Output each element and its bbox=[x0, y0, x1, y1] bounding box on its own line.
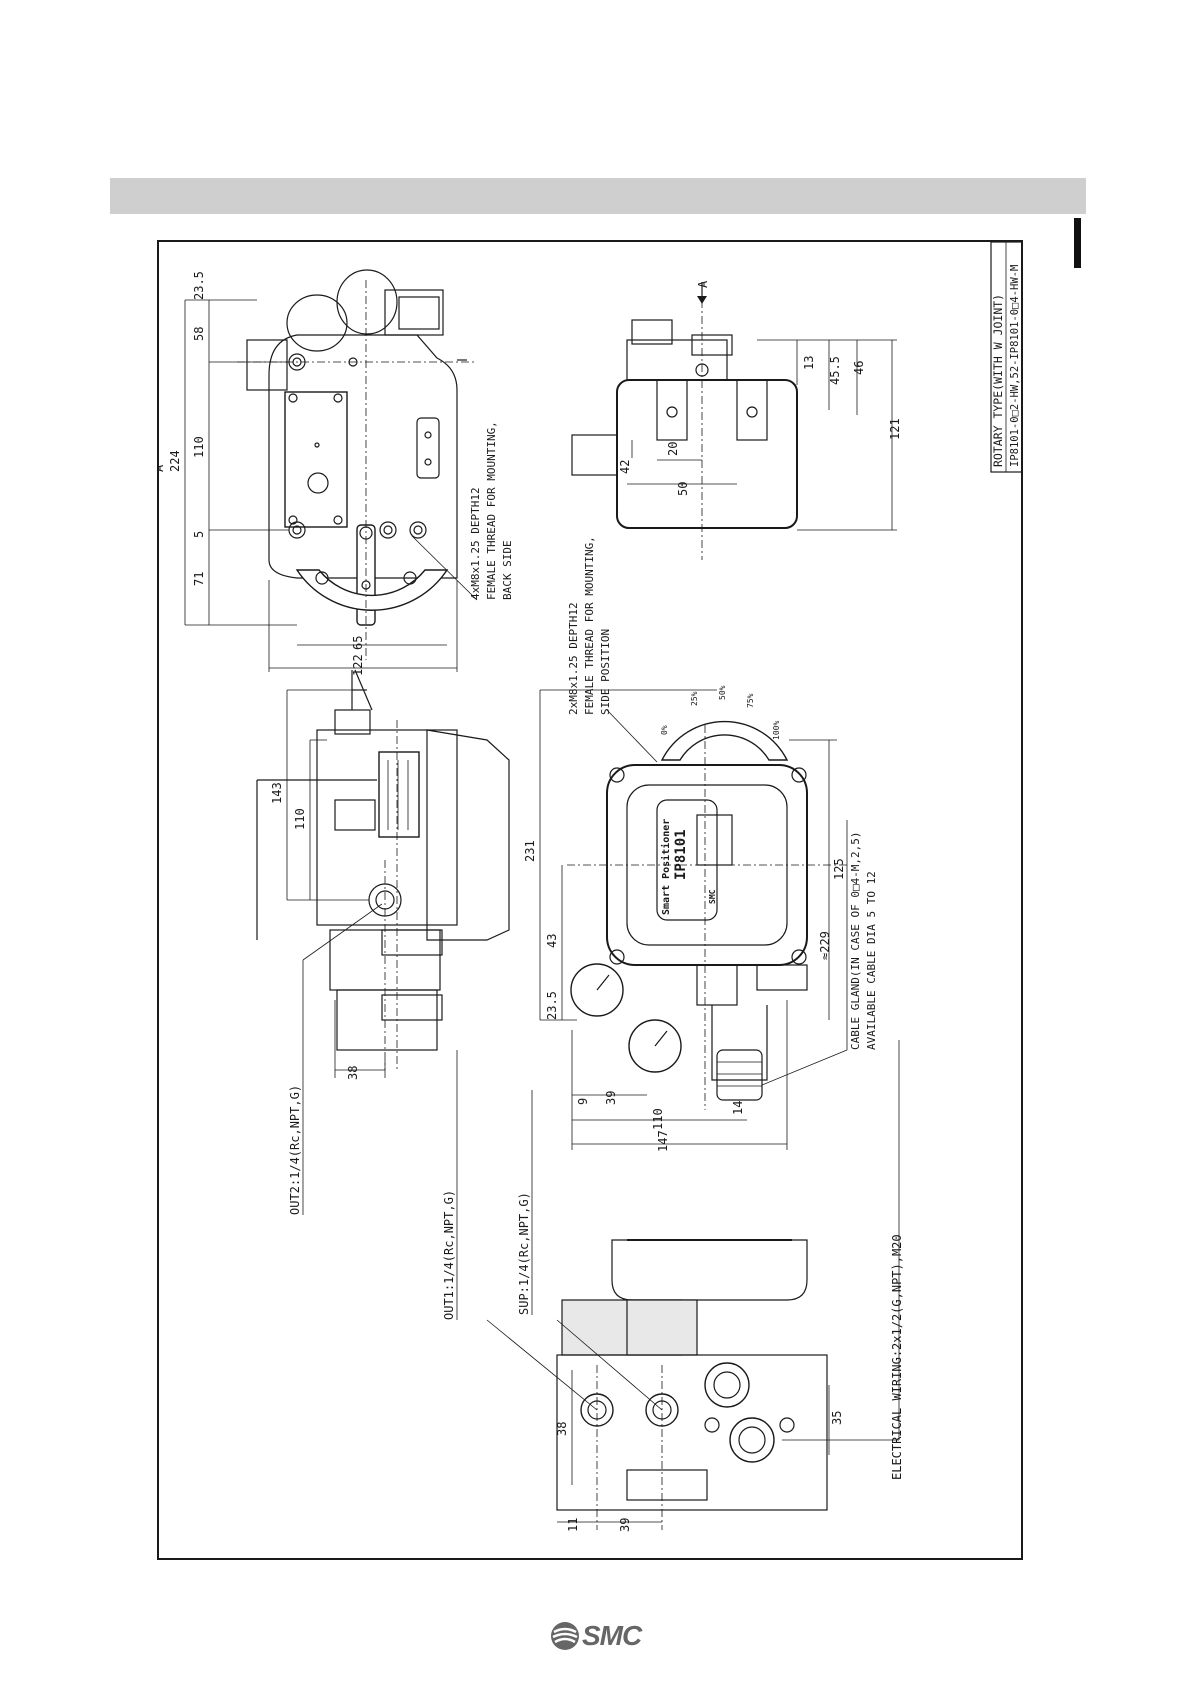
dim-229: ≈229 bbox=[818, 931, 832, 960]
dim-231: 231 bbox=[523, 840, 537, 862]
electrical-wiring-label: ELECTRICAL WIRING:2x1/2(G,NPT),M20 bbox=[890, 1234, 904, 1480]
dim-147: 147 bbox=[656, 1130, 670, 1152]
dim-42: 42 bbox=[618, 460, 632, 474]
dim-38-bottom: 38 bbox=[555, 1422, 569, 1436]
cable-gland-line-1: CABLE GLAND(IN CASE OF 0□4-M,2,5) bbox=[849, 831, 862, 1050]
dim-39-front: 39 bbox=[604, 1091, 618, 1105]
mount-side-line-3: SIDE POSITION bbox=[599, 629, 612, 715]
bottom-view: 38 11 39 35 OUT1:1/4(Rc,NPT,G) SUP:1/4(R… bbox=[442, 1040, 904, 1532]
front-scale-arc bbox=[660, 720, 789, 761]
dim-45-5: 45.5 bbox=[828, 356, 842, 385]
dim-38-side: 38 bbox=[346, 1066, 360, 1080]
dim-50: 50 bbox=[676, 482, 690, 496]
dim-39-bottom: 39 bbox=[618, 1518, 632, 1532]
sup-label: SUP:1/4(Rc,NPT,G) bbox=[517, 1192, 531, 1315]
back-view: 224 A 110 71 58 5 23.5 65 122 4xM8x1.25 … bbox=[157, 269, 514, 676]
view-label-a: A bbox=[157, 464, 166, 472]
dim-35: 35 bbox=[830, 1411, 844, 1425]
smc-logo-text: SMC bbox=[582, 1620, 642, 1651]
display-window bbox=[696, 814, 733, 866]
dim-9: 9 bbox=[576, 1098, 590, 1105]
drawing-frame: ROTARY TYPE(WITH W JOINT) IP8101-0□2-HW,… bbox=[157, 240, 1023, 1560]
mount-back-line-1: 4xM8x1.25 DEPTH12 bbox=[469, 487, 482, 600]
scale-label-50: 50% bbox=[718, 685, 727, 700]
dim-23-5-top: 23.5 bbox=[192, 271, 206, 300]
dim-20: 20 bbox=[666, 442, 680, 456]
dim-13: 13 bbox=[802, 356, 816, 370]
dim-14: 14 bbox=[731, 1101, 745, 1115]
out2-label: OUT2:1/4(Rc,NPT,G) bbox=[288, 1085, 302, 1215]
drawing-border bbox=[157, 240, 1023, 1560]
dim-122: 122 bbox=[351, 654, 365, 676]
dim-46: 46 bbox=[852, 361, 866, 375]
end-body bbox=[616, 379, 798, 529]
front-view: Smart Positioner IP8101 SMC 0% 25% 50% 7… bbox=[523, 536, 878, 1152]
title-line-1: ROTARY TYPE(WITH W JOINT) bbox=[991, 294, 1005, 467]
mount-side-line-2: FEMALE THREAD FOR MOUNTING, bbox=[583, 536, 596, 715]
manifold-body bbox=[556, 1354, 828, 1511]
dim-5: 5 bbox=[192, 531, 206, 538]
device-brand: Smart Positioner bbox=[660, 819, 672, 915]
dim-65: 65 bbox=[351, 636, 365, 650]
scale-label-75: 75% bbox=[746, 693, 755, 708]
electrical-port-2 bbox=[729, 1417, 775, 1463]
out1-label: OUT1:1/4(Rc,NPT,G) bbox=[442, 1190, 456, 1320]
title-line-2: IP8101-0□2-HW,52-IP8101-0□4-HW-M bbox=[1009, 265, 1021, 467]
dim-71: 71 bbox=[192, 572, 206, 586]
cable-gland bbox=[716, 1049, 763, 1101]
arrow-label-a: A bbox=[696, 280, 710, 288]
scale-arc bbox=[295, 569, 449, 611]
dim-224: 224 bbox=[168, 450, 182, 472]
mount-back-line-3: BACK SIDE bbox=[501, 540, 514, 600]
device-model: IP8101 bbox=[673, 829, 689, 880]
end-view: A 42 20 50 13 45.5 46 121 bbox=[571, 280, 902, 560]
engineering-drawing: ROTARY TYPE(WITH W JOINT) IP8101-0□2-HW,… bbox=[157, 240, 1023, 1560]
smc-logo-mark-icon bbox=[551, 1622, 579, 1650]
title-block: ROTARY TYPE(WITH W JOINT) IP8101-0□2-HW,… bbox=[990, 241, 1023, 473]
dim-110-side: 110 bbox=[293, 808, 307, 830]
electrical-port-1 bbox=[704, 1362, 750, 1408]
cable-gland-line-2: AVAILABLE CABLE DIA 5 TO 12 bbox=[865, 871, 878, 1050]
section-index-tab bbox=[1074, 218, 1081, 268]
scale-label-100: 100% bbox=[772, 721, 781, 740]
smc-logo: SMC bbox=[548, 1618, 644, 1654]
side-body bbox=[316, 729, 458, 926]
scale-label-25: 25% bbox=[690, 691, 699, 706]
dim-143: 143 bbox=[270, 782, 284, 804]
dim-11: 11 bbox=[566, 1518, 580, 1532]
dim-125: 125 bbox=[832, 858, 846, 880]
dim-110-top: 110 bbox=[192, 436, 206, 458]
dim-23-5-front: 23.5 bbox=[545, 991, 559, 1020]
dim-58: 58 bbox=[192, 327, 206, 341]
nameplate bbox=[378, 751, 420, 838]
mount-side-line-1: 2xM8x1.25 DEPTH12 bbox=[567, 602, 580, 715]
mount-back-line-2: FEMALE THREAD FOR MOUNTING, bbox=[485, 421, 498, 600]
section-header-band bbox=[110, 178, 1086, 214]
dim-121: 121 bbox=[888, 418, 902, 440]
scale-label-0: 0% bbox=[660, 725, 669, 735]
dim-110-front: 110 bbox=[651, 1108, 665, 1130]
back-plate bbox=[284, 391, 348, 528]
dim-43: 43 bbox=[545, 934, 559, 948]
device-maker: SMC bbox=[708, 889, 717, 904]
front-label-panel bbox=[656, 799, 718, 921]
side-view: 143 110 38 OUT2:1/4(Rc,NPT,G) bbox=[256, 669, 510, 1215]
